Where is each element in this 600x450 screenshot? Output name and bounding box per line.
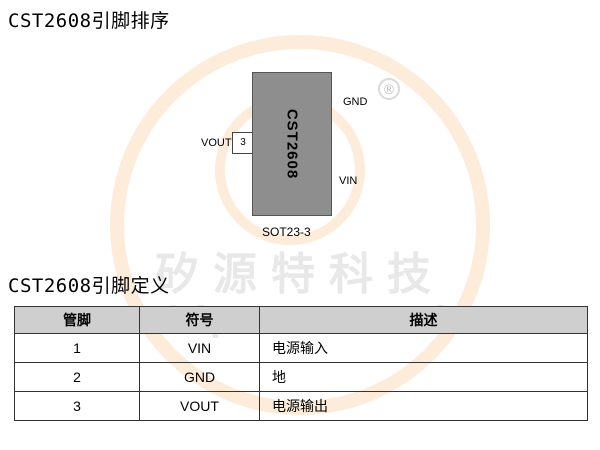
header-symbol: 符号 — [139, 306, 260, 334]
pin-box-3: 3 — [232, 132, 254, 154]
chip-body: CST2608 — [252, 72, 332, 216]
table-row: 2 GND 地 — [14, 362, 588, 392]
cell-symbol: GND — [139, 362, 260, 392]
cell-pin: 2 — [14, 362, 140, 392]
cell-symbol: VIN — [139, 333, 260, 363]
cell-pin: 1 — [14, 333, 140, 363]
pin-name-vout: VOUT — [201, 137, 232, 149]
table-row: 3 VOUT 电源输出 — [14, 391, 588, 421]
cell-description: 地 — [259, 362, 588, 392]
cell-symbol: VOUT — [139, 391, 260, 421]
pin-definition-table: 管脚 符号 描述 1 VIN 电源输入 2 GND 地 3 VOUT 电源输出 — [14, 306, 588, 421]
table-row: 1 VIN 电源输入 — [14, 333, 588, 363]
pin-name-gnd: GND — [343, 96, 368, 108]
pinout-heading: CST2608引脚排序 — [8, 10, 170, 32]
pin-name-vin: VIN — [339, 175, 358, 187]
cell-description: 电源输入 — [259, 333, 588, 363]
header-pin: 管脚 — [14, 306, 140, 334]
cell-pin: 3 — [14, 391, 140, 421]
watermark-registered-mark: ® — [378, 78, 400, 100]
header-description: 描述 — [259, 306, 588, 334]
package-name: SOT23-3 — [262, 225, 311, 239]
cell-description: 电源输出 — [259, 391, 588, 421]
table-header-row: 管脚 符号 描述 — [14, 306, 588, 334]
pin-definition-heading: CST2608引脚定义 — [8, 275, 170, 297]
chip-label: CST2608 — [283, 108, 301, 180]
